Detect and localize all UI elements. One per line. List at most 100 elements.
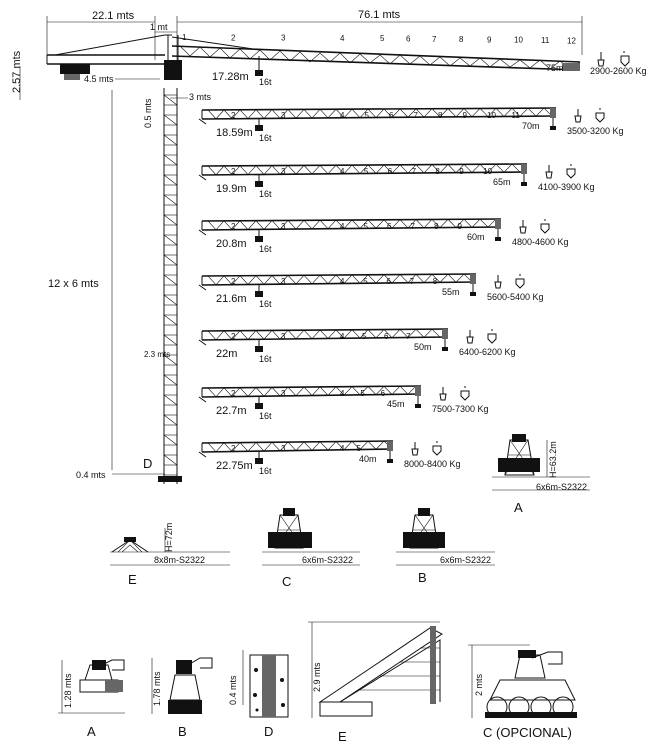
detail-d: 0.4 mts D — [228, 650, 289, 739]
detail-c-dim: 2 mts — [474, 673, 484, 696]
double-hook-icon — [540, 219, 550, 234]
jib-hook-cap: 16t — [259, 411, 272, 421]
jib-hook — [255, 403, 263, 409]
jib-section-number: 2 — [231, 277, 236, 286]
jib-hook-cap: 16t — [259, 133, 272, 143]
detail-c: 2 mts C (OPCIONAL) — [468, 644, 577, 740]
jib-hook-cap: 16t — [259, 189, 272, 199]
jib-tip — [442, 329, 448, 339]
counterweight — [60, 64, 90, 74]
jib-load-label: 3500-3200 Kg — [567, 126, 624, 136]
jib-section-number: 7 — [412, 167, 417, 176]
jib-section-number: 10 — [487, 111, 496, 120]
small-23-dim: 2.3 mts — [144, 350, 170, 359]
base-c-spec: 6x6m-S2322 — [302, 555, 353, 565]
main-jib-section-number: 12 — [567, 36, 576, 45]
jib-section-number: 6 — [381, 389, 386, 398]
detail-c-letter: C (OPCIONAL) — [483, 725, 572, 740]
jib-hook-dist: 21.6m — [216, 293, 247, 305]
jib-tip — [415, 386, 421, 396]
detail-b-letter: B — [178, 724, 187, 739]
main-jib-section-number: 11 — [541, 36, 550, 45]
main-jib-load-icons — [597, 51, 630, 67]
hook-icon — [519, 220, 527, 234]
jib-section-number: 4 — [340, 111, 345, 120]
main-jib-load: 2900-2600 Kg — [590, 66, 647, 76]
jib-load-label: 4100-3900 Kg — [538, 182, 595, 192]
jib-tip-label: 50m — [414, 342, 432, 352]
jib-section-number: 9 — [458, 222, 463, 231]
jib-hook-cap: 16t — [259, 354, 272, 364]
double-hook-icon — [595, 108, 605, 123]
base-c-letter: C — [282, 574, 291, 589]
jib-tip-label: 45m — [387, 399, 405, 409]
base-c: 6x6m-S2322 C — [262, 508, 360, 589]
jib-section-number: 7 — [414, 111, 419, 120]
hook-icon — [439, 387, 447, 401]
jib-hook — [255, 236, 263, 242]
jib-section-number: 4 — [340, 222, 345, 231]
jib-section-number: 3 — [281, 389, 286, 398]
jib-section-number: 5 — [357, 444, 362, 453]
one-meter-dim: 1 mt — [150, 22, 168, 32]
top-dimensions: 22.1 mts 76.1 mts 1 mt — [46, 9, 583, 60]
base-b-letter: B — [418, 570, 427, 585]
main-jib-tip-label: 75m — [546, 63, 564, 73]
main-hook-cap: 16t — [259, 77, 272, 87]
jib-tip-label: 65m — [493, 177, 511, 187]
hook-icon — [411, 442, 419, 456]
jib-section-number: 2 — [231, 444, 236, 453]
double-hook-icon — [487, 329, 497, 344]
jib-hook-dist: 22.75m — [216, 460, 253, 472]
jib-load-label: 6400-6200 Kg — [459, 347, 516, 357]
jib-tip — [387, 441, 393, 451]
jib-section-number: 6 — [388, 167, 393, 176]
jib-hook-dist: 22.7m — [216, 405, 247, 417]
counterweight-lower — [64, 74, 80, 80]
jib-section-number: 4 — [340, 277, 345, 286]
dim-04: 0.4 mts — [76, 470, 106, 480]
jib-hook-cap: 16t — [259, 299, 272, 309]
base-a-spec: 6x6m-S2322 — [536, 482, 587, 492]
mast-base — [158, 476, 182, 482]
main-jib-hook: 17.28m 16t 75m 2900-2600 Kg — [212, 56, 647, 87]
base-a-letter: A — [514, 500, 523, 515]
detail-d-letter: D — [264, 724, 273, 739]
main-jib-section-number: 3 — [281, 34, 286, 43]
mast-base-letter: D — [143, 456, 152, 471]
jib-hook-dist: 19.9m — [216, 183, 247, 195]
jib-section-number: 2 — [231, 167, 236, 176]
main-jib-section-number: 6 — [406, 35, 411, 44]
double-hook-icon — [432, 441, 442, 456]
main-jib-section-number: 8 — [459, 35, 464, 44]
main-jib — [46, 34, 581, 80]
base-a: H=63.2m 6x6m-S2322 A — [492, 434, 590, 515]
detail-e: 2.9 mts E — [308, 621, 443, 744]
jib-hook-dist: 20.8m — [216, 238, 247, 250]
detail-b-dim: 1.78 mts — [152, 671, 162, 706]
jib-section-number: 9 — [459, 167, 464, 176]
jib-section-number: 4 — [340, 332, 345, 341]
jib-tip — [550, 108, 556, 118]
hook-icon — [574, 109, 582, 123]
hook-icon — [466, 330, 474, 344]
jib-section-number: 3 — [281, 111, 286, 120]
detail-b: 1.78 mts B — [151, 657, 213, 739]
jib-hook — [255, 458, 263, 464]
jib-section-number: 2 — [231, 222, 236, 231]
jib-section-number: 9 — [463, 111, 468, 120]
jib-section-number: 4 — [340, 444, 345, 453]
jib-load-label: 4800-4600 Kg — [512, 237, 569, 247]
jib-section-number: 7 — [410, 277, 415, 286]
jib-section-number: 3 — [281, 332, 286, 341]
slewing-unit — [164, 60, 182, 80]
main-jib-section-number: 5 — [380, 34, 385, 43]
main-jib-section-number: 10 — [514, 36, 523, 45]
main-jib-section-number: 1 — [182, 33, 187, 42]
jib-section-number: 11 — [512, 111, 521, 120]
main-hook-dist: 17.28m — [212, 71, 249, 83]
jib-hook — [255, 291, 263, 297]
